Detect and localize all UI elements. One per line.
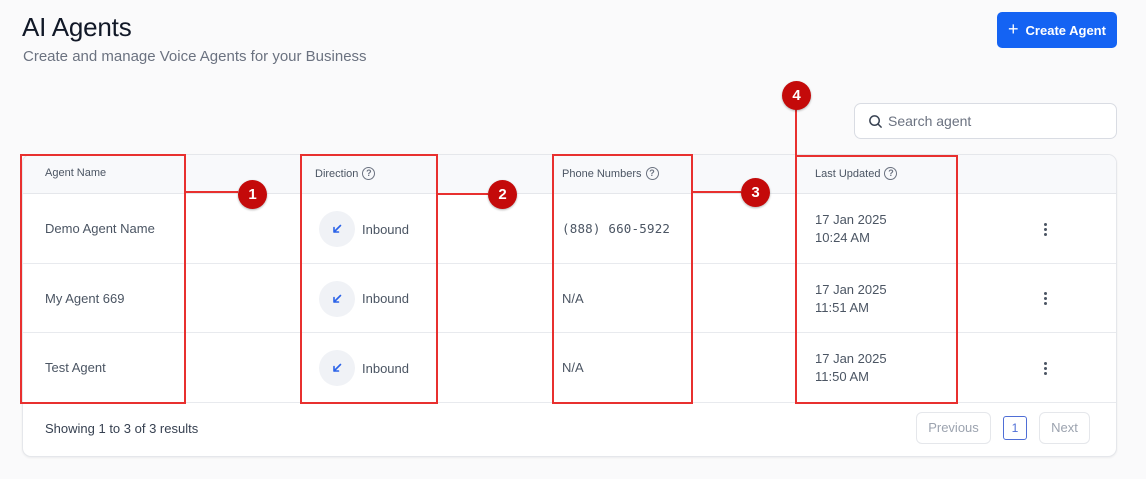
search-icon	[869, 114, 882, 128]
annotation-badge-4: 4	[782, 81, 811, 110]
more-options-icon[interactable]	[1039, 358, 1051, 378]
search-input[interactable]	[888, 113, 1108, 129]
page-title: AI Agents	[22, 12, 132, 42]
table-footer: Showing 1 to 3 of 3 results Previous 1 N…	[23, 403, 1116, 457]
arrow-down-left-icon	[319, 350, 355, 386]
last-updated: 17 Jan 2025 11:51 AM	[815, 281, 887, 317]
direction-label: Inbound	[362, 221, 409, 237]
more-options-icon[interactable]	[1039, 289, 1051, 309]
page-subtitle: Create and manage Voice Agents for your …	[23, 48, 367, 65]
column-label: Phone Numbers	[562, 167, 642, 180]
more-options-icon[interactable]	[1039, 219, 1051, 239]
last-updated: 17 Jan 2025 11:50 AM	[815, 350, 887, 386]
direction-cell: Inbound	[319, 350, 409, 386]
search-box[interactable]	[854, 103, 1117, 139]
agent-name[interactable]: My Agent 669	[45, 290, 125, 306]
updated-date: 17 Jan 2025	[815, 281, 887, 297]
column-label: Agent Name	[45, 167, 107, 179]
table-row[interactable]: Test Agent Inbound N/A 17 Jan 2025 11:50…	[23, 333, 1116, 403]
last-updated: 17 Jan 2025 10:24 AM	[815, 211, 887, 247]
create-agent-button[interactable]: + Create Agent	[997, 12, 1117, 48]
annotation-badge-2: 2	[488, 180, 517, 209]
column-header-last-updated: Last Updated ?	[815, 167, 898, 180]
plus-icon: +	[1008, 19, 1019, 39]
help-icon[interactable]: ?	[645, 167, 659, 180]
page-number-button[interactable]: 1	[1003, 415, 1027, 440]
updated-time: 10:24 AM	[815, 230, 870, 245]
direction-cell: Inbound	[319, 211, 409, 247]
help-icon[interactable]: ?	[884, 167, 898, 180]
column-header-phone-numbers: Phone Numbers ?	[562, 167, 659, 180]
direction-label: Inbound	[362, 360, 409, 376]
column-label: Last Updated	[815, 167, 881, 180]
agent-name[interactable]: Test Agent	[45, 360, 106, 375]
column-header-direction: Direction ?	[315, 167, 376, 180]
create-agent-label: Create Agent	[1025, 22, 1106, 38]
updated-date: 17 Jan 2025	[815, 351, 887, 366]
column-header-agent-name: Agent Name	[45, 167, 106, 179]
table-row[interactable]: Demo Agent Name Inbound (888) 660-5922 1…	[23, 194, 1116, 264]
arrow-down-left-icon	[319, 280, 355, 317]
annotation-badge-1: 1	[238, 180, 267, 209]
annotation-badge-3: 3	[741, 178, 770, 207]
phone-number: N/A	[562, 290, 584, 306]
results-summary: Showing 1 to 3 of 3 results	[45, 420, 199, 436]
help-icon[interactable]: ?	[362, 167, 376, 180]
phone-number: N/A	[562, 360, 584, 375]
column-label: Direction	[315, 167, 359, 180]
agent-name[interactable]: Demo Agent Name	[45, 221, 155, 236]
arrow-down-left-icon	[319, 211, 355, 247]
phone-number: (888) 660-5922	[562, 221, 671, 236]
updated-date: 17 Jan 2025	[815, 212, 887, 227]
direction-cell: Inbound	[319, 280, 409, 317]
next-page-button[interactable]: Next	[1039, 411, 1090, 444]
updated-time: 11:51 AM	[815, 299, 869, 315]
previous-page-button[interactable]: Previous	[916, 411, 991, 444]
table-row[interactable]: My Agent 669 Inbound N/A 17 Jan 2025 11:…	[23, 264, 1116, 333]
annotation-connector-4	[795, 109, 797, 155]
table-header: Agent Name Direction ? Phone Numbers ? L…	[23, 155, 1116, 194]
agents-table-card: Agent Name Direction ? Phone Numbers ? L…	[22, 154, 1117, 457]
direction-label: Inbound	[362, 291, 409, 306]
updated-time: 11:50 AM	[815, 369, 869, 384]
